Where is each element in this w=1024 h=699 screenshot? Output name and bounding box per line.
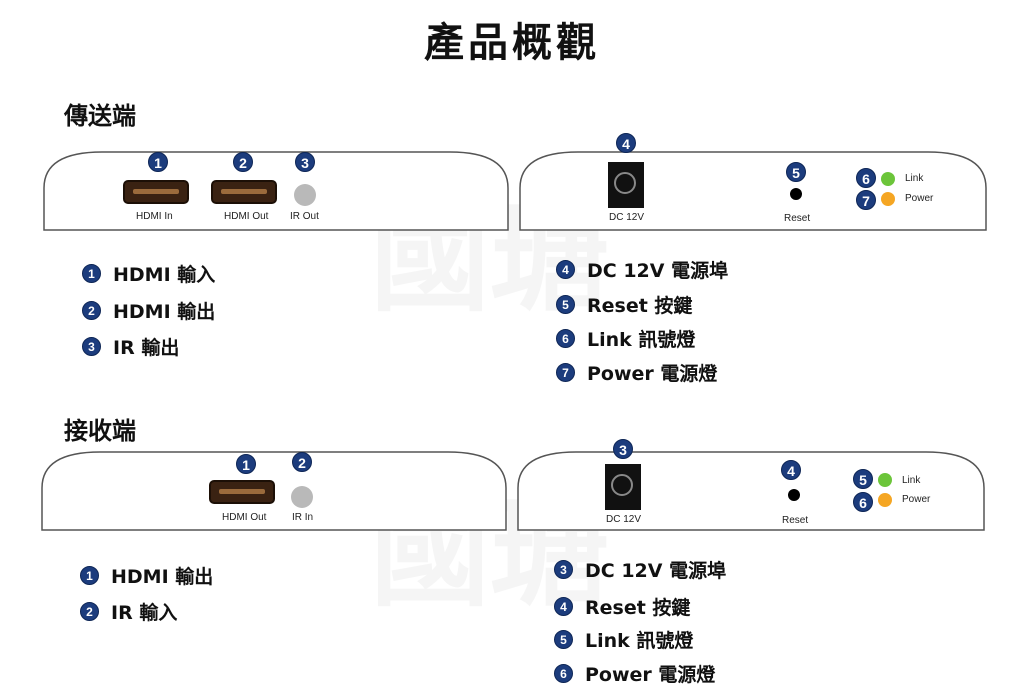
legend-text: Link 訊號燈 bbox=[585, 630, 694, 652]
legend-badge: 5 bbox=[556, 295, 575, 314]
tx-legend-item-7: 7 Power 電源燈 bbox=[556, 359, 717, 386]
hdmi-out-port bbox=[209, 480, 275, 504]
ir-in-label: IR In bbox=[292, 512, 314, 523]
transmitter-back-panel bbox=[518, 150, 988, 232]
dc-12v-label: DC 12V bbox=[609, 212, 645, 223]
legend-badge: 7 bbox=[556, 363, 575, 382]
tx-legend-item-4: 4 DC 12V 電源埠 bbox=[556, 256, 728, 283]
dc-12v-jack bbox=[608, 162, 644, 208]
legend-badge: 1 bbox=[82, 264, 101, 283]
reset-button-hole bbox=[790, 188, 802, 200]
legend-badge: 6 bbox=[556, 329, 575, 348]
hdmi-out-label: HDMI Out bbox=[222, 512, 267, 523]
reset-label: Reset bbox=[782, 515, 809, 526]
panel-outline bbox=[517, 451, 985, 531]
transmitter-heading: 傳送端 bbox=[64, 102, 136, 130]
dc-12v-jack bbox=[605, 464, 641, 510]
legend-text: HDMI 輸出 bbox=[113, 301, 216, 323]
tx-badge-2: 2 bbox=[233, 152, 253, 172]
rx-badge-3: 3 bbox=[613, 439, 633, 459]
dc-12v-label: DC 12V bbox=[606, 514, 642, 525]
tx-badge-7: 7 bbox=[856, 190, 876, 210]
legend-badge: 4 bbox=[556, 260, 575, 279]
reset-button-hole bbox=[788, 489, 800, 501]
tx-legend-item-3: 3 IR 輸出 bbox=[82, 333, 179, 360]
legend-badge: 2 bbox=[80, 602, 99, 621]
rx-badge-5: 5 bbox=[853, 469, 873, 489]
panel-outline bbox=[519, 151, 987, 231]
power-label: Power bbox=[902, 494, 931, 505]
receiver-heading: 接收端 bbox=[64, 417, 136, 445]
legend-badge: 2 bbox=[82, 301, 101, 320]
tx-legend-item-1: 1 HDMI 輸入 bbox=[82, 260, 215, 287]
reset-label: Reset bbox=[784, 213, 811, 224]
link-label: Link bbox=[902, 475, 921, 486]
legend-text: Link 訊號燈 bbox=[587, 329, 696, 351]
legend-badge: 1 bbox=[80, 566, 99, 585]
power-led bbox=[881, 192, 895, 206]
tx-legend-item-2: 2 HDMI 輸出 bbox=[82, 297, 215, 324]
link-led bbox=[881, 172, 895, 186]
legend-text: Power 電源燈 bbox=[587, 363, 718, 385]
rx-badge-2: 2 bbox=[292, 452, 312, 472]
power-led bbox=[878, 493, 892, 507]
power-label: Power bbox=[905, 193, 934, 204]
page-title: 產品概觀 bbox=[424, 20, 600, 66]
ir-out-port bbox=[294, 184, 316, 206]
legend-text: Reset 按鍵 bbox=[585, 597, 691, 619]
legend-text: Power 電源燈 bbox=[585, 664, 716, 686]
hdmi-in-port bbox=[123, 180, 189, 204]
rx-legend-item-5: 5 Link 訊號燈 bbox=[554, 626, 693, 653]
tx-legend-item-6: 6 Link 訊號燈 bbox=[556, 325, 695, 352]
legend-text: HDMI 輸入 bbox=[113, 264, 216, 286]
tx-badge-4: 4 bbox=[616, 133, 636, 153]
legend-text: DC 12V 電源埠 bbox=[585, 560, 727, 582]
tx-badge-6: 6 bbox=[856, 168, 876, 188]
rx-legend-item-4: 4 Reset 按鍵 bbox=[554, 593, 690, 620]
rx-badge-1: 1 bbox=[236, 454, 256, 474]
ir-out-label: IR Out bbox=[290, 211, 319, 222]
legend-text: HDMI 輸出 bbox=[111, 566, 214, 588]
legend-text: DC 12V 電源埠 bbox=[587, 260, 729, 282]
link-led bbox=[878, 473, 892, 487]
ir-in-port bbox=[291, 486, 313, 508]
hdmi-out-port bbox=[211, 180, 277, 204]
legend-badge: 4 bbox=[554, 597, 573, 616]
tx-badge-3: 3 bbox=[295, 152, 315, 172]
tx-badge-1: 1 bbox=[148, 152, 168, 172]
rx-legend-item-2: 2 IR 輸入 bbox=[80, 598, 177, 625]
legend-badge: 5 bbox=[554, 630, 573, 649]
legend-text: IR 輸入 bbox=[111, 602, 178, 624]
tx-badge-5: 5 bbox=[786, 162, 806, 182]
legend-badge: 6 bbox=[554, 664, 573, 683]
legend-text: Reset 按鍵 bbox=[587, 295, 693, 317]
link-label: Link bbox=[905, 173, 924, 184]
rx-badge-4: 4 bbox=[781, 460, 801, 480]
hdmi-out-label: HDMI Out bbox=[224, 211, 269, 222]
hdmi-in-label: HDMI In bbox=[136, 211, 173, 222]
legend-text: IR 輸出 bbox=[113, 337, 180, 359]
rx-legend-item-3: 3 DC 12V 電源埠 bbox=[554, 556, 726, 583]
rx-legend-item-6: 6 Power 電源燈 bbox=[554, 660, 715, 687]
rx-badge-6: 6 bbox=[853, 492, 873, 512]
legend-badge: 3 bbox=[82, 337, 101, 356]
rx-legend-item-1: 1 HDMI 輸出 bbox=[80, 562, 213, 589]
legend-badge: 3 bbox=[554, 560, 573, 579]
tx-legend-item-5: 5 Reset 按鍵 bbox=[556, 291, 692, 318]
receiver-back-panel bbox=[516, 450, 986, 532]
